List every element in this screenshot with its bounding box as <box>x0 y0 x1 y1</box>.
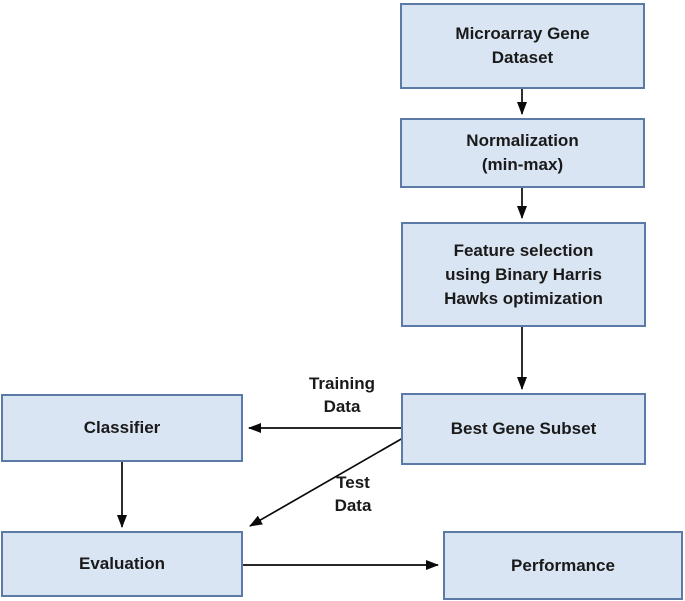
node-feature-selection: Feature selection using Binary Harris Ha… <box>401 222 646 327</box>
node-best-gene-subset: Best Gene Subset <box>401 393 646 465</box>
node-microarray-gene-dataset: Microarray Gene Dataset <box>400 3 645 89</box>
node-performance: Performance <box>443 531 683 600</box>
node-normalization: Normalization (min-max) <box>400 118 645 188</box>
edge-label-test-data: Test Data <box>334 473 372 515</box>
node-classifier: Classifier <box>1 394 243 462</box>
node-evaluation: Evaluation <box>1 531 243 597</box>
edge-label-training-data: Training Data <box>308 374 376 416</box>
